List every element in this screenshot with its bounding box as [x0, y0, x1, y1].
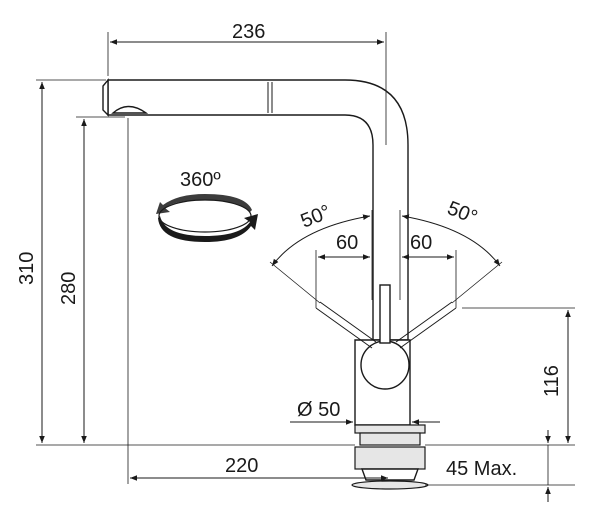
lever-stem	[379, 284, 391, 344]
angle-arc-right	[401, 214, 501, 267]
lever-right-edge	[395, 301, 453, 343]
mount-ring-top	[354, 424, 426, 434]
label-angle-right: 50°	[444, 197, 480, 229]
spout	[107, 79, 409, 341]
lever-right	[399, 307, 457, 349]
label-diameter: Ø 50	[297, 399, 340, 421]
angle-arc-left	[271, 214, 371, 267]
label-60-left: 60	[336, 232, 358, 254]
aerator-nozzle	[111, 105, 149, 114]
lever-hub	[360, 340, 410, 390]
label-280: 280	[58, 272, 80, 305]
mount-ring-mid	[359, 432, 421, 446]
dimension-lines	[36, 32, 575, 502]
label-angle-left: 50°	[298, 201, 334, 233]
label-220: 220	[225, 455, 258, 477]
label-60-right: 60	[410, 232, 432, 254]
label-116: 116	[541, 365, 563, 397]
rotation-arrow-icon	[156, 194, 258, 242]
lever-left-edge	[319, 301, 377, 343]
lever-left	[315, 307, 373, 349]
label-310: 310	[16, 252, 38, 285]
faucet-body	[102, 78, 457, 490]
aerator	[102, 78, 109, 117]
label-236: 236	[232, 21, 265, 43]
label-45-max: 45 Max.	[446, 458, 517, 480]
label-360: 360º	[180, 169, 221, 191]
mount-bottom	[351, 480, 429, 490]
mount-nut	[354, 446, 426, 470]
